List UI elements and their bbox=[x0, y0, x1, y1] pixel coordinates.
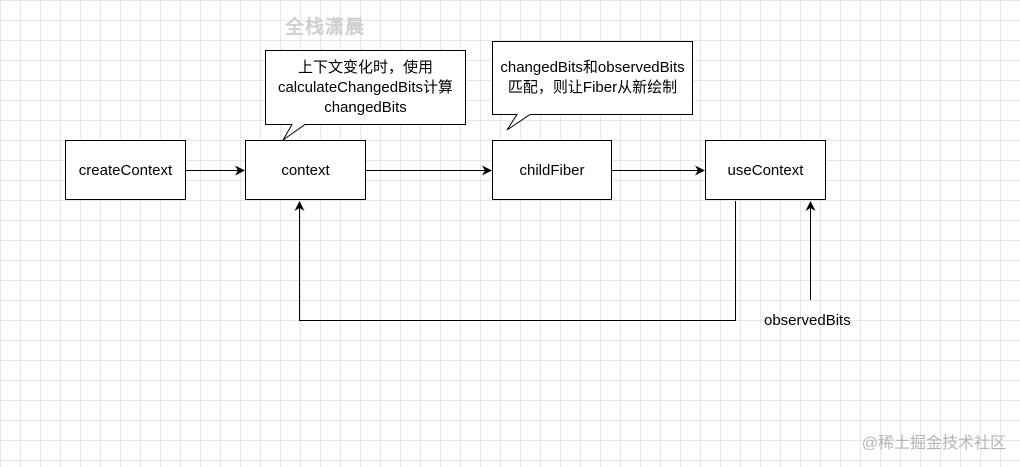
context-callout-line-2: calculateChangedBits计算 bbox=[277, 78, 454, 96]
observed-bits-label: observedBits bbox=[764, 312, 851, 329]
fiber-callout-line-2: 匹配，则让Fiber从新绘制 bbox=[507, 79, 678, 96]
fiber-callout-line-1: changedBits和observedBits bbox=[500, 59, 685, 76]
context-callout: 上下文变化时，使用 calculateChangedBits计算 changed… bbox=[266, 51, 465, 124]
watermark-top: 全栈潇晨 bbox=[285, 17, 366, 38]
fiber-callout-shape bbox=[492, 41, 693, 131]
edge-usecontext-to-context bbox=[294, 201, 736, 321]
create-context-label: createContext bbox=[78, 161, 173, 179]
watermark-bottom: @稀土掘金技术社区 bbox=[861, 435, 1006, 452]
context-node[interactable]: context bbox=[245, 140, 366, 200]
child-fiber-node[interactable]: childFiber bbox=[492, 140, 612, 200]
use-context-label: useContext bbox=[727, 161, 804, 179]
create-context-node[interactable]: createContext bbox=[65, 140, 186, 200]
context-callout-line-3: changedBits bbox=[324, 98, 407, 116]
child-fiber-label: childFiber bbox=[519, 161, 585, 179]
fiber-callout: changedBits和observedBits 匹配，则让Fiber从新绘制 bbox=[493, 42, 692, 114]
use-context-node[interactable]: useContext bbox=[705, 140, 826, 200]
context-callout-shape bbox=[265, 50, 466, 141]
context-callout-line-1: 上下文变化时，使用 bbox=[297, 58, 433, 76]
context-label: context bbox=[281, 161, 330, 179]
